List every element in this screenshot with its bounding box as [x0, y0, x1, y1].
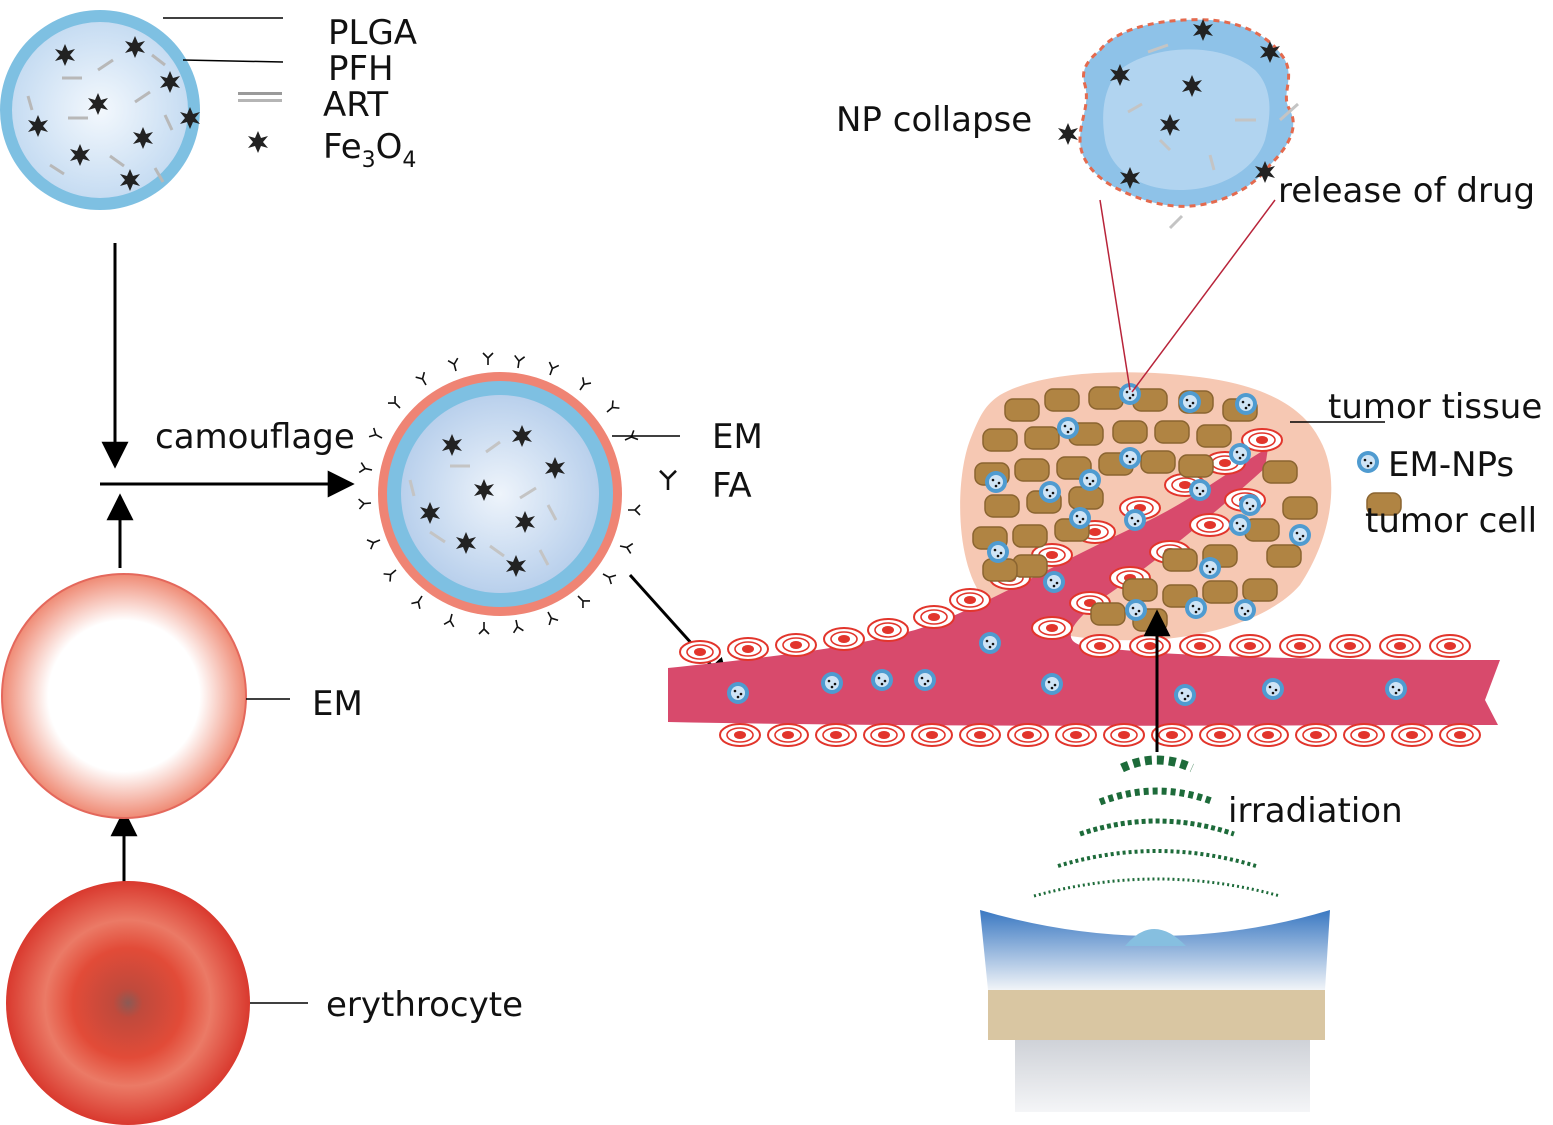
nanoparticle-core: [0, 10, 200, 210]
art-swatch: [238, 92, 282, 95]
ultrasound-waves: [1033, 755, 1281, 898]
irradiation-label: irradiation: [1228, 791, 1403, 831]
pfh-pointer: [182, 59, 284, 63]
zoom-line-right: [1131, 199, 1276, 393]
camouflaged-nanoparticle: [357, 352, 641, 635]
release-of-drug-label: release of drug: [1278, 171, 1535, 211]
blood-vessel: [668, 448, 1500, 726]
tumor-tissue-label: tumor tissue: [1328, 387, 1542, 427]
art-rods: [26, 53, 174, 183]
fe3o4-icon: [248, 131, 268, 153]
zoom-line-left: [1099, 199, 1131, 391]
em-nps-label: EM-NPs: [1388, 445, 1514, 485]
legend-label-plga: PLGA: [328, 13, 417, 53]
collapsed-nanoparticle: [1058, 18, 1299, 230]
membrane-fa-label: FA: [712, 466, 752, 506]
ultrasound-transducer: [980, 910, 1330, 1112]
legend-label-fe3o4: Fe3O4: [323, 127, 416, 173]
legend-label-art: ART: [323, 85, 388, 125]
em-label: EM: [312, 684, 363, 724]
membrane-em-label: EM: [712, 417, 763, 457]
legend-label-pfh: PFH: [328, 49, 394, 89]
erythrocyte-label: erythrocyte: [326, 985, 523, 1025]
np-collapse-label: NP collapse: [836, 100, 1032, 140]
camouflage-label: camouflage: [155, 417, 355, 457]
tumor-cell-label: tumor cell: [1365, 501, 1537, 541]
em-membrane-vesicle: [1, 573, 247, 819]
fa-legend-icon: [658, 469, 678, 492]
erythrocyte-cell: [6, 881, 250, 1125]
